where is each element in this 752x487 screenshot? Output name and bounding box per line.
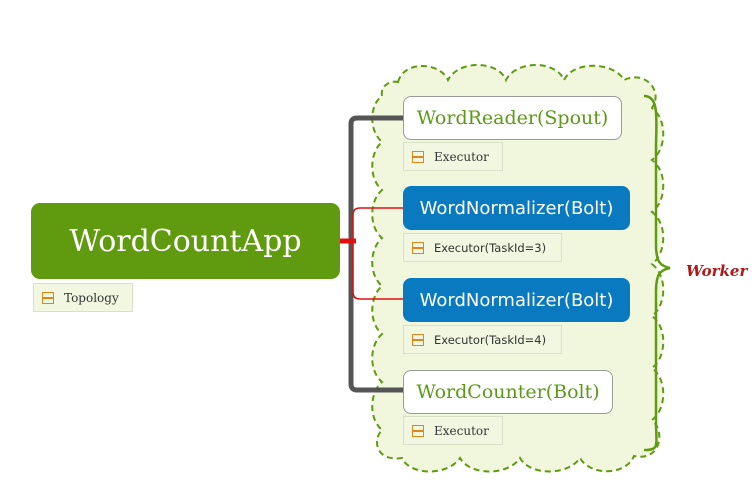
root-note: Topology xyxy=(33,283,133,312)
child-note-word-normalizer-1: Executor(TaskId=3) xyxy=(403,233,562,262)
worker-brace xyxy=(643,94,671,452)
note-icon xyxy=(42,291,54,304)
note-icon xyxy=(412,424,424,437)
child-note-word-reader: Executor xyxy=(403,142,503,171)
worker-label: Worker xyxy=(686,262,748,280)
child-node-word-normalizer-1[interactable]: WordNormalizer(Bolt) xyxy=(403,186,630,230)
root-note-label: Topology xyxy=(64,290,119,305)
child-note-label: Executor(TaskId=3) xyxy=(434,240,547,255)
child-node-word-normalizer-2[interactable]: WordNormalizer(Bolt) xyxy=(403,278,630,322)
child-node-word-counter[interactable]: WordCounter(Bolt) xyxy=(403,370,613,414)
child-note-label: Executor xyxy=(434,423,489,438)
root-node[interactable]: WordCountApp xyxy=(31,203,340,279)
note-icon xyxy=(412,333,424,346)
child-note-word-counter: Executor xyxy=(403,416,503,445)
child-note-word-normalizer-2: Executor(TaskId=4) xyxy=(403,325,562,354)
child-note-label: Executor(TaskId=4) xyxy=(434,332,547,347)
child-node-word-reader[interactable]: WordReader(Spout) xyxy=(403,96,622,140)
note-icon xyxy=(412,241,424,254)
child-note-label: Executor xyxy=(434,149,489,164)
note-icon xyxy=(412,150,424,163)
